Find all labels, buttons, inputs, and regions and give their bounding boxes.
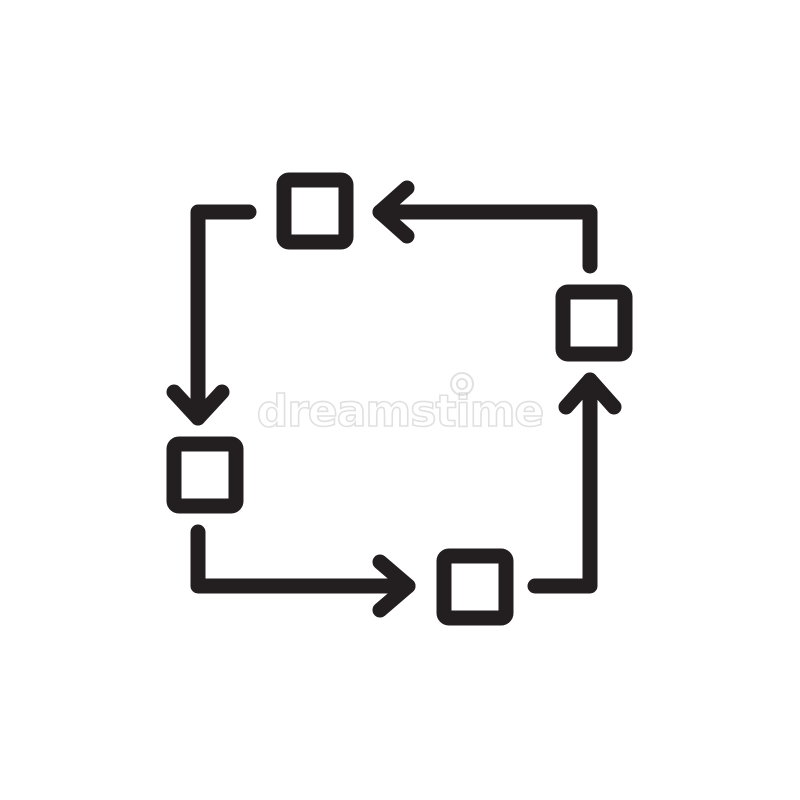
connector-left-to-bottom — [190, 524, 416, 594]
connector-top-to-left — [190, 204, 257, 426]
node-top — [276, 172, 354, 250]
watermark-logo-icon — [450, 372, 474, 396]
node-bottom — [436, 548, 514, 626]
arrowhead-up-icon — [558, 372, 622, 415]
node-right — [555, 284, 633, 362]
node-left — [166, 436, 244, 514]
connector-bottom-to-right — [527, 372, 598, 594]
connector-right-to-top — [372, 204, 598, 274]
flow-connectors — [166, 180, 622, 618]
process-nodes — [166, 172, 633, 626]
arrowhead-right-icon — [372, 554, 416, 618]
arrowhead-left-icon — [372, 180, 415, 244]
arrowhead-down-icon — [166, 384, 230, 426]
watermark-text: dreamstime — [257, 386, 544, 437]
watermark: dreamstime — [256, 372, 545, 438]
